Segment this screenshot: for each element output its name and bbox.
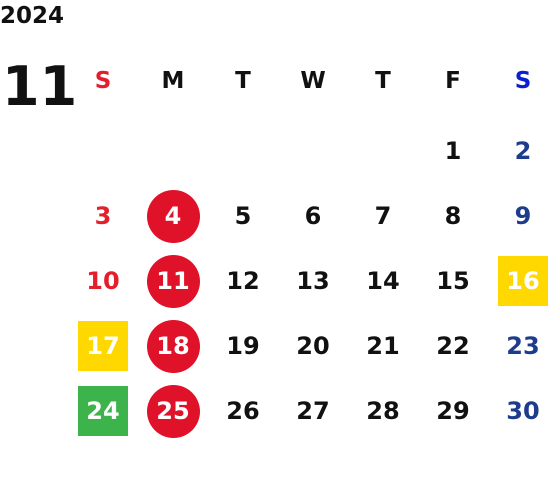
weekday-header-tue: T <box>235 68 251 94</box>
day-highlight-18 <box>146 319 200 373</box>
day-16[interactable]: 16 <box>506 267 540 295</box>
day-highlight-25 <box>146 384 200 438</box>
day-10[interactable]: 10 <box>86 267 120 295</box>
day-19[interactable]: 19 <box>226 332 260 360</box>
month-number: 11 <box>2 55 78 118</box>
day-15[interactable]: 15 <box>436 267 470 295</box>
day-8[interactable]: 8 <box>444 202 462 230</box>
weekday-header-sun: S <box>94 68 112 94</box>
day-23[interactable]: 23 <box>506 332 540 360</box>
day-highlight-24 <box>78 386 128 436</box>
day-28[interactable]: 28 <box>366 397 400 425</box>
day-13[interactable]: 13 <box>296 267 330 295</box>
day-highlight-4 <box>146 189 200 243</box>
day-6[interactable]: 6 <box>304 202 322 230</box>
day-3[interactable]: 3 <box>94 202 112 230</box>
day-2[interactable]: 2 <box>514 137 532 165</box>
weekday-header-thu: T <box>375 68 391 94</box>
weekday-header-mon: M <box>161 68 185 94</box>
day-20[interactable]: 20 <box>296 332 330 360</box>
day-18[interactable]: 18 <box>156 332 190 360</box>
day-21[interactable]: 21 <box>366 332 400 360</box>
day-25[interactable]: 25 <box>156 397 190 425</box>
day-14[interactable]: 14 <box>366 267 400 295</box>
year-label: 2024 <box>0 3 65 29</box>
day-29[interactable]: 29 <box>436 397 470 425</box>
day-highlight-11 <box>146 254 200 308</box>
day-5[interactable]: 5 <box>234 202 252 230</box>
day-24[interactable]: 24 <box>86 397 120 425</box>
weekday-header-wed: W <box>300 68 326 94</box>
day-30[interactable]: 30 <box>506 397 540 425</box>
day-11[interactable]: 11 <box>156 267 190 295</box>
weekday-header-fri: F <box>445 68 461 94</box>
day-9[interactable]: 9 <box>514 202 532 230</box>
day-17[interactable]: 17 <box>86 332 120 360</box>
day-22[interactable]: 22 <box>436 332 470 360</box>
day-highlight-16 <box>498 256 548 306</box>
day-highlight-17 <box>78 321 128 371</box>
day-7[interactable]: 7 <box>374 202 392 230</box>
day-1[interactable]: 1 <box>444 137 462 165</box>
day-12[interactable]: 12 <box>226 267 260 295</box>
day-26[interactable]: 26 <box>226 397 260 425</box>
day-4[interactable]: 4 <box>164 202 182 230</box>
weekday-header-sat: S <box>514 68 532 94</box>
day-27[interactable]: 27 <box>296 397 330 425</box>
